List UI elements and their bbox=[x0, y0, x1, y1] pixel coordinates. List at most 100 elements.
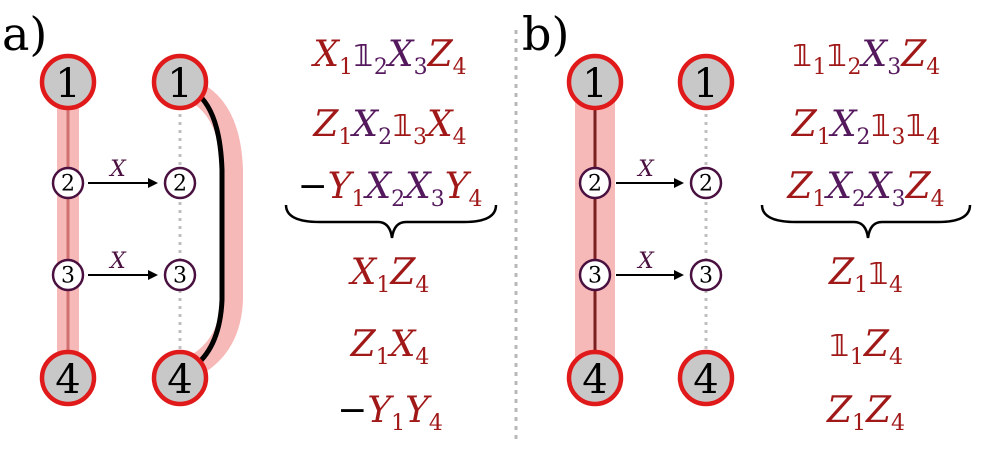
panel-a-graph: X X 1 2 3 4 1 2 3 4 bbox=[39, 53, 243, 407]
term-token: 𝟙 bbox=[792, 39, 813, 74]
term-token: 4 bbox=[429, 411, 443, 436]
node-b-left-3: 3 bbox=[578, 258, 612, 292]
svg-text:4: 4 bbox=[167, 357, 192, 403]
term-bottom-3: −Y1Y4 bbox=[337, 390, 443, 436]
term-token: Z bbox=[900, 34, 927, 75]
arrowhead-a-1 bbox=[148, 178, 158, 188]
term-token: 𝟙 bbox=[829, 329, 850, 364]
term-bottom-1: Z1𝟙4 bbox=[828, 252, 903, 298]
term-top-1: 𝟙1𝟙2X3Z4 bbox=[792, 34, 940, 80]
term-token: 1 bbox=[813, 55, 827, 80]
term-token: Z bbox=[863, 324, 890, 365]
svg-text:3: 3 bbox=[699, 264, 713, 289]
svg-text:1: 1 bbox=[693, 61, 718, 107]
node-b-right-2: 2 bbox=[689, 166, 723, 200]
svg-text:3: 3 bbox=[173, 264, 187, 289]
term-bottom-3: Z1Z4 bbox=[826, 390, 905, 436]
operator-a-1: X bbox=[108, 157, 127, 182]
term-token: 4 bbox=[889, 273, 903, 298]
operator-b-1: X bbox=[636, 157, 655, 182]
term-token: X bbox=[859, 34, 889, 75]
term-token: Z bbox=[828, 252, 855, 293]
node-a-left-1: 1 bbox=[39, 53, 97, 111]
term-token: Y bbox=[405, 390, 432, 431]
operator-b-2: X bbox=[636, 249, 655, 274]
term-token: 2 bbox=[852, 187, 866, 212]
term-token: Z bbox=[786, 166, 813, 207]
term-token: 1 bbox=[376, 345, 390, 370]
term-token: Z bbox=[791, 104, 818, 145]
term-token: 1 bbox=[351, 187, 365, 212]
term-token: Z bbox=[826, 390, 853, 431]
node-b-left-2: 2 bbox=[578, 166, 612, 200]
term-token: 4 bbox=[889, 345, 903, 370]
term-token: X bbox=[823, 166, 853, 207]
term-top-3: −Y1X2X3Y4 bbox=[298, 166, 483, 212]
term-token: X bbox=[362, 166, 392, 207]
panel-b-brace bbox=[760, 204, 972, 239]
term-token: X bbox=[863, 166, 893, 207]
term-token: 4 bbox=[415, 273, 429, 298]
term-token: 4 bbox=[926, 125, 940, 150]
term-token: 3 bbox=[413, 125, 427, 150]
term-token: 2 bbox=[856, 125, 870, 150]
term-token: 𝟙 bbox=[353, 39, 374, 74]
term-token: 1 bbox=[852, 411, 866, 436]
node-a-right-1: 1 bbox=[151, 53, 209, 111]
term-token: X bbox=[348, 252, 378, 293]
term-token: 1 bbox=[391, 411, 405, 436]
term-token: Y bbox=[328, 166, 355, 207]
term-token: − bbox=[337, 390, 367, 431]
svg-text:3: 3 bbox=[61, 264, 75, 289]
curve-a-highlight bbox=[184, 81, 243, 376]
term-token: 2 bbox=[848, 55, 862, 80]
term-bottom-1: X1Z4 bbox=[348, 252, 430, 298]
term-token: Y bbox=[445, 166, 472, 207]
term-token: 𝟙 bbox=[905, 109, 926, 144]
term-token: X bbox=[310, 34, 340, 75]
operator-a-2: X bbox=[108, 249, 127, 274]
term-token: 4 bbox=[931, 187, 945, 212]
term-top-1: X1𝟙2X3Z4 bbox=[310, 34, 466, 80]
svg-text:2: 2 bbox=[699, 172, 713, 197]
term-top-2: Z1X2𝟙3X4 bbox=[312, 104, 466, 150]
node-a-left-3: 3 bbox=[51, 258, 85, 292]
term-token: 4 bbox=[891, 411, 905, 436]
term-token: 4 bbox=[453, 125, 467, 150]
term-token: Z bbox=[350, 324, 377, 365]
panel-a-brace bbox=[284, 204, 498, 239]
term-token: 2 bbox=[374, 55, 388, 80]
svg-text:4: 4 bbox=[55, 357, 80, 403]
term-token: 𝟙 bbox=[868, 257, 889, 292]
node-b-left-1: 1 bbox=[566, 53, 624, 111]
node-a-right-2: 2 bbox=[163, 166, 197, 200]
term-token: 3 bbox=[414, 55, 428, 80]
term-token: X bbox=[385, 34, 415, 75]
node-a-left-2: 2 bbox=[51, 166, 85, 200]
svg-text:2: 2 bbox=[588, 172, 602, 197]
term-token: X bbox=[349, 104, 379, 145]
term-bottom-2: 𝟙1Z4 bbox=[829, 324, 903, 370]
term-token: − bbox=[298, 166, 328, 207]
term-token: 3 bbox=[431, 187, 445, 212]
arrowhead-a-2 bbox=[148, 270, 158, 280]
node-a-left-4: 4 bbox=[39, 349, 97, 407]
term-token: 4 bbox=[453, 55, 467, 80]
term-token: 3 bbox=[887, 55, 901, 80]
panel-b-graph: X X 1 2 3 4 1 2 3 4 bbox=[566, 53, 735, 407]
term-token: Z bbox=[312, 104, 339, 145]
term-token: 3 bbox=[891, 125, 905, 150]
term-token: 1 bbox=[376, 273, 390, 298]
panel-a-label: a) bbox=[2, 7, 47, 61]
svg-text:1: 1 bbox=[55, 61, 80, 107]
svg-text:3: 3 bbox=[588, 264, 602, 289]
svg-text:4: 4 bbox=[582, 357, 607, 403]
term-token: Z bbox=[865, 390, 892, 431]
node-a-right-3: 3 bbox=[163, 258, 197, 292]
node-b-left-4: 4 bbox=[566, 349, 624, 407]
term-token: 2 bbox=[391, 187, 405, 212]
svg-text:1: 1 bbox=[582, 61, 607, 107]
